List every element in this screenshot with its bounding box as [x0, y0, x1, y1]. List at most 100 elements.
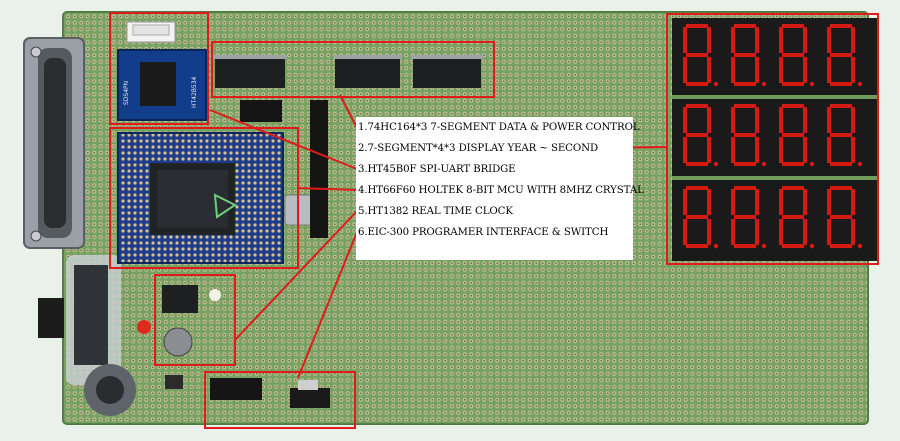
digit-segment — [830, 215, 852, 219]
digit-decimal-point — [713, 161, 719, 167]
digit-segment — [707, 219, 711, 245]
digit-segment — [830, 162, 852, 166]
digit-segment — [707, 189, 711, 215]
digit-segment — [686, 104, 708, 108]
digit-segment — [731, 137, 735, 163]
digit-segment — [827, 107, 831, 133]
digit-segment — [851, 137, 855, 163]
digit-segment — [782, 104, 804, 108]
digit-decimal-point — [761, 243, 767, 249]
digit-segment — [830, 24, 852, 28]
digit-decimal-point — [809, 161, 815, 167]
programmer-header — [210, 378, 262, 400]
label-panel: 1.74HC164*3 7-SEGMENT DATA & POWER CONTR… — [356, 117, 644, 260]
label-programmer: 6.EIC-300 PROGRAMER INTERFACE & SWITCH — [358, 227, 609, 238]
digit-segment — [851, 57, 855, 83]
callout-box-mcu — [109, 127, 299, 269]
digit-segment — [803, 137, 807, 163]
label-rtc: 5.HT1382 REAL TIME CLOCK — [358, 206, 513, 217]
digit-segment — [683, 27, 687, 53]
digit-segment — [755, 189, 759, 215]
digit-segment — [683, 57, 687, 83]
small-pin-header — [240, 100, 282, 122]
digit-segment — [803, 219, 807, 245]
digit-segment — [830, 53, 852, 57]
push-button — [165, 375, 183, 389]
digit-segment — [779, 27, 783, 53]
digit-decimal-point — [761, 161, 767, 167]
digit-segment — [686, 133, 708, 137]
digit-segment — [731, 57, 735, 83]
digit-segment — [779, 137, 783, 163]
digit-segment — [830, 82, 852, 86]
digit-segment — [686, 186, 708, 190]
usb-module-silk-1: SDS4PN — [123, 81, 130, 105]
seven-segment-displays — [672, 18, 877, 261]
digit-segment — [707, 57, 711, 83]
usb-bridge-module: SDS4PN HT42B534 — [117, 21, 207, 121]
callout-box-usb — [109, 12, 209, 125]
callout-line-mcu — [297, 187, 358, 191]
digit-segment — [779, 57, 783, 83]
digit-segment — [734, 82, 756, 86]
label-seven-segment: 2.7-SEGMENT*4*3 DISPLAY YEAR ~ SECOND — [358, 143, 599, 154]
callout-line-164 — [339, 94, 358, 129]
digit-segment — [827, 189, 831, 215]
digit-segment — [755, 107, 759, 133]
digit-segment — [731, 189, 735, 215]
digit-segment — [851, 107, 855, 133]
digit-segment — [827, 27, 831, 53]
digit — [827, 104, 863, 167]
digit-segment — [734, 244, 756, 248]
digit-segment — [830, 133, 852, 137]
digit-segment — [782, 24, 804, 28]
rtc-chip — [162, 285, 198, 313]
label-mcu: 4.HT66F60 HOLTEK 8-BIT MCU WITH 8MHZ CRY… — [358, 185, 644, 196]
digit-segment — [683, 219, 687, 245]
digit-segment — [782, 162, 804, 166]
digit-segment — [803, 189, 807, 215]
digit-segment — [782, 53, 804, 57]
digit-segment — [734, 104, 756, 108]
db25-connector — [23, 37, 85, 249]
digit-segment — [779, 107, 783, 133]
digit-segment — [683, 137, 687, 163]
digit — [731, 24, 767, 87]
digit-segment — [830, 104, 852, 108]
white-led — [209, 289, 221, 301]
digit-segment — [827, 219, 831, 245]
digit-segment — [782, 215, 804, 219]
digit-decimal-point — [761, 81, 767, 87]
red-led — [137, 320, 151, 334]
digit-segment — [779, 219, 783, 245]
digit — [683, 186, 719, 249]
digit-decimal-point — [713, 243, 719, 249]
digit-segment — [707, 137, 711, 163]
callout-box-prog — [204, 371, 356, 429]
digit — [827, 24, 863, 87]
digit-segment — [803, 57, 807, 83]
digit-segment — [779, 189, 783, 215]
digit — [779, 24, 815, 87]
digit-decimal-point — [857, 161, 863, 167]
label-spi-uart: 3.HT45B0F SPI-UART BRIDGE — [358, 164, 516, 175]
digit-segment — [803, 107, 807, 133]
digit-segment — [782, 133, 804, 137]
usb-module-silk-2: HT42B534 — [191, 76, 198, 108]
digit-segment — [734, 24, 756, 28]
power-jack — [66, 255, 136, 416]
digit-segment — [755, 137, 759, 163]
mcu-adapter-board — [117, 132, 284, 264]
digit-segment — [683, 189, 687, 215]
digit-decimal-point — [713, 81, 719, 87]
digit-segment — [731, 107, 735, 133]
digit-segment — [830, 244, 852, 248]
callout-line-rtc — [234, 210, 358, 341]
callout-boxes — [109, 12, 879, 429]
digit-segment — [782, 82, 804, 86]
digit-segment — [686, 53, 708, 57]
shift-register-chips — [213, 55, 483, 88]
digit-segment — [782, 244, 804, 248]
digit-segment — [707, 107, 711, 133]
digit-segment — [782, 186, 804, 190]
